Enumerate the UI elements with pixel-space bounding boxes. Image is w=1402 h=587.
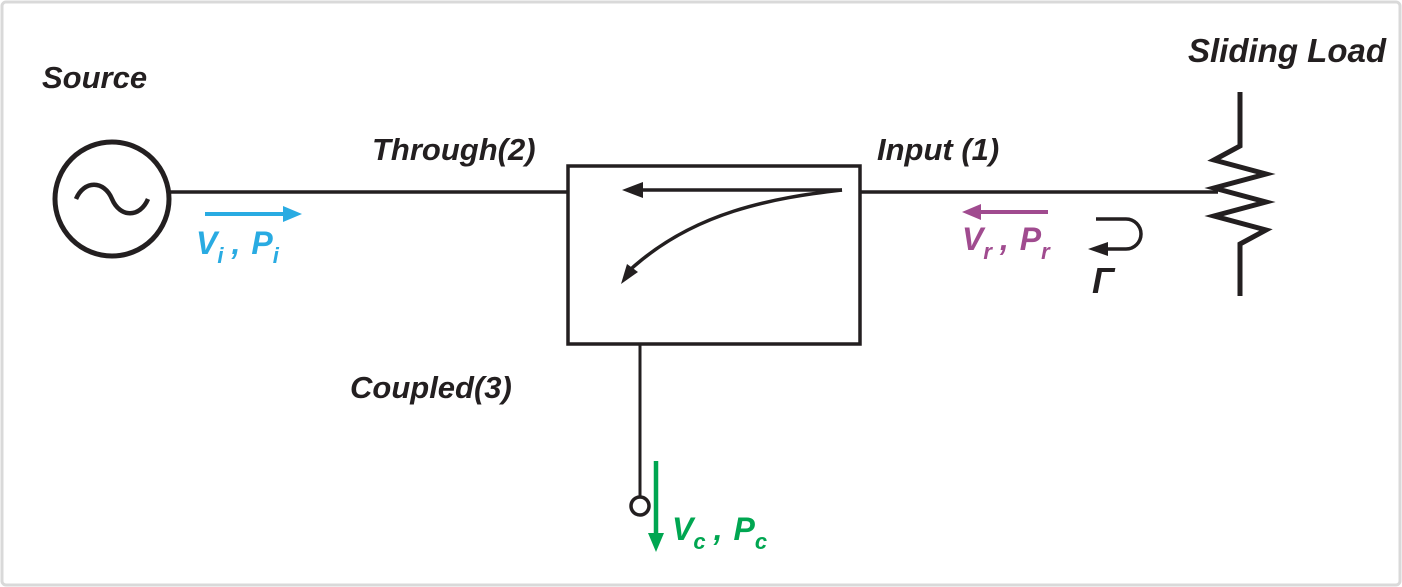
sliding-load: Sliding Load (1188, 32, 1387, 296)
gamma-label: Γ (1092, 260, 1116, 301)
reflection-coefficient: Γ (1088, 217, 1143, 301)
source-label: Source (42, 60, 147, 95)
gamma-arrow-head (1088, 242, 1108, 256)
coupled-port: Coupled(3) Vc,Pc (350, 344, 767, 554)
coupler-box (566, 164, 862, 346)
incident-signal-label: Vi,Pi (196, 225, 280, 268)
source-symbol: Source (42, 60, 172, 259)
reflected-arrow-head (962, 204, 981, 220)
coupled-path-arrow-head (621, 264, 638, 284)
incident-wave: Vi,Pi (196, 206, 302, 268)
reflected-wave: Vr,Pr (962, 204, 1051, 264)
through-port-label: Through(2) (372, 132, 536, 167)
source-circle (52, 139, 172, 259)
sliding-load-label: Sliding Load (1188, 32, 1387, 69)
gamma-uturn-arrow (1096, 217, 1143, 251)
sine-wave-icon (73, 182, 151, 216)
coupled-port-terminal (629, 495, 651, 517)
reflected-signal-label: Vr,Pr (962, 221, 1051, 264)
coupled-arrow-head (648, 533, 664, 552)
coupled-port-label: Coupled(3) (350, 370, 512, 405)
input-port-label: Input (1) (877, 132, 999, 167)
coupled-signal-label: Vc,Pc (672, 511, 767, 554)
through-path-arrow-head (622, 182, 643, 198)
incident-arrow-head (283, 206, 302, 222)
resistor-icon (1204, 92, 1276, 296)
coupled-path-curve (629, 188, 843, 271)
